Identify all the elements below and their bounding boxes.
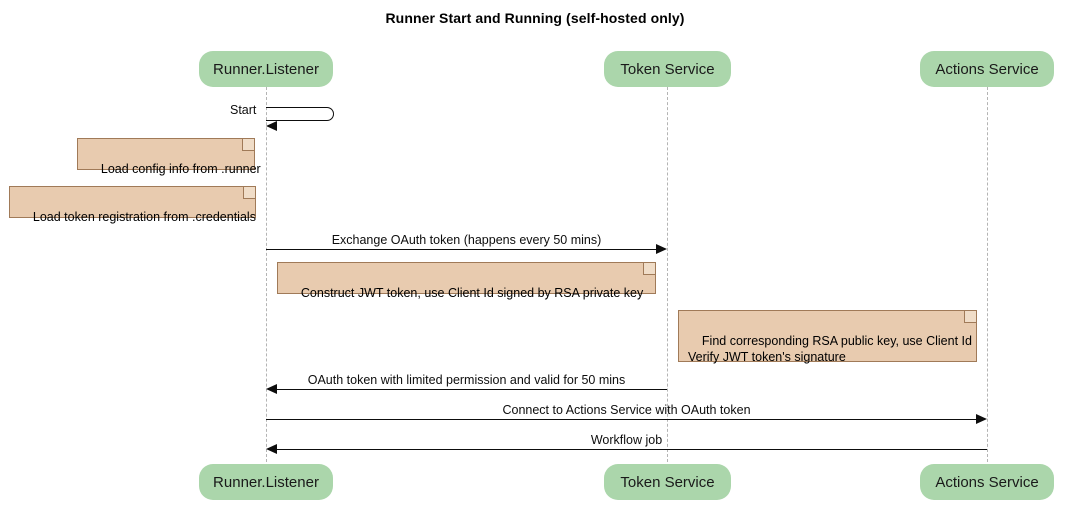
message-arrowhead-oauth-token-returned — [266, 384, 277, 394]
participant-label: Token Service — [620, 473, 715, 491]
note-fold-corner-icon — [964, 311, 976, 323]
note-load-token-registration: Load token registration from .credential… — [9, 186, 256, 224]
participant-runner-bottom[interactable]: Runner.Listener — [199, 464, 333, 500]
note-construct-jwt-token: Construct JWT token, use Client Id signe… — [277, 262, 656, 300]
note-fold-corner-icon — [643, 263, 655, 275]
participant-token-bottom[interactable]: Token Service — [604, 464, 731, 500]
message-label-exchange-oauth-token: Exchange OAuth token (happens every 50 m… — [331, 233, 602, 247]
note-fold-corner-icon — [243, 187, 255, 199]
lifeline-runner — [266, 87, 267, 462]
message-line-oauth-token-returned[interactable] — [277, 389, 667, 390]
note-text: Find corresponding RSA public key, use C… — [688, 334, 972, 364]
note-load-config-info: Load config info from .runner — [77, 138, 261, 176]
note-text: Load token registration from .credential… — [32, 210, 256, 224]
message-arrowhead-connect-actions-service — [976, 414, 987, 424]
lifeline-actions — [987, 87, 988, 462]
participant-label: Actions Service — [935, 473, 1039, 491]
participant-label: Token Service — [620, 60, 715, 78]
note-text: Load config info from .runner — [100, 162, 261, 176]
message-label-workflow-job: Workflow job — [590, 433, 663, 447]
diagram-title: Runner Start and Running (self-hosted on… — [385, 10, 685, 26]
participant-label: Runner.Listener — [213, 473, 319, 491]
message-line-connect-actions-service[interactable] — [266, 419, 976, 420]
message-line-workflow-job[interactable] — [277, 449, 987, 450]
message-line-exchange-oauth-token[interactable] — [266, 249, 656, 250]
note-text: Construct JWT token, use Client Id signe… — [300, 286, 644, 300]
participant-runner-top[interactable]: Runner.Listener — [199, 51, 333, 87]
message-label-oauth-token-returned: OAuth token with limited permission and … — [307, 373, 626, 387]
message-arrowhead-exchange-oauth-token — [656, 244, 667, 254]
message-arrowhead-workflow-job — [266, 444, 277, 454]
message-selfloop-start[interactable] — [266, 107, 334, 121]
participant-actions-top[interactable]: Actions Service — [920, 51, 1054, 87]
note-verify-jwt-signature: Find corresponding RSA public key, use C… — [678, 310, 977, 364]
message-label-connect-actions-service: Connect to Actions Service with OAuth to… — [502, 403, 751, 417]
message-label-start: Start — [230, 103, 257, 117]
lifeline-token — [667, 87, 668, 462]
participant-label: Runner.Listener — [213, 60, 319, 78]
participant-label: Actions Service — [935, 60, 1039, 78]
note-fold-corner-icon — [242, 139, 254, 151]
participant-token-top[interactable]: Token Service — [604, 51, 731, 87]
participant-actions-bottom[interactable]: Actions Service — [920, 464, 1054, 500]
message-arrowhead-start — [266, 121, 277, 131]
